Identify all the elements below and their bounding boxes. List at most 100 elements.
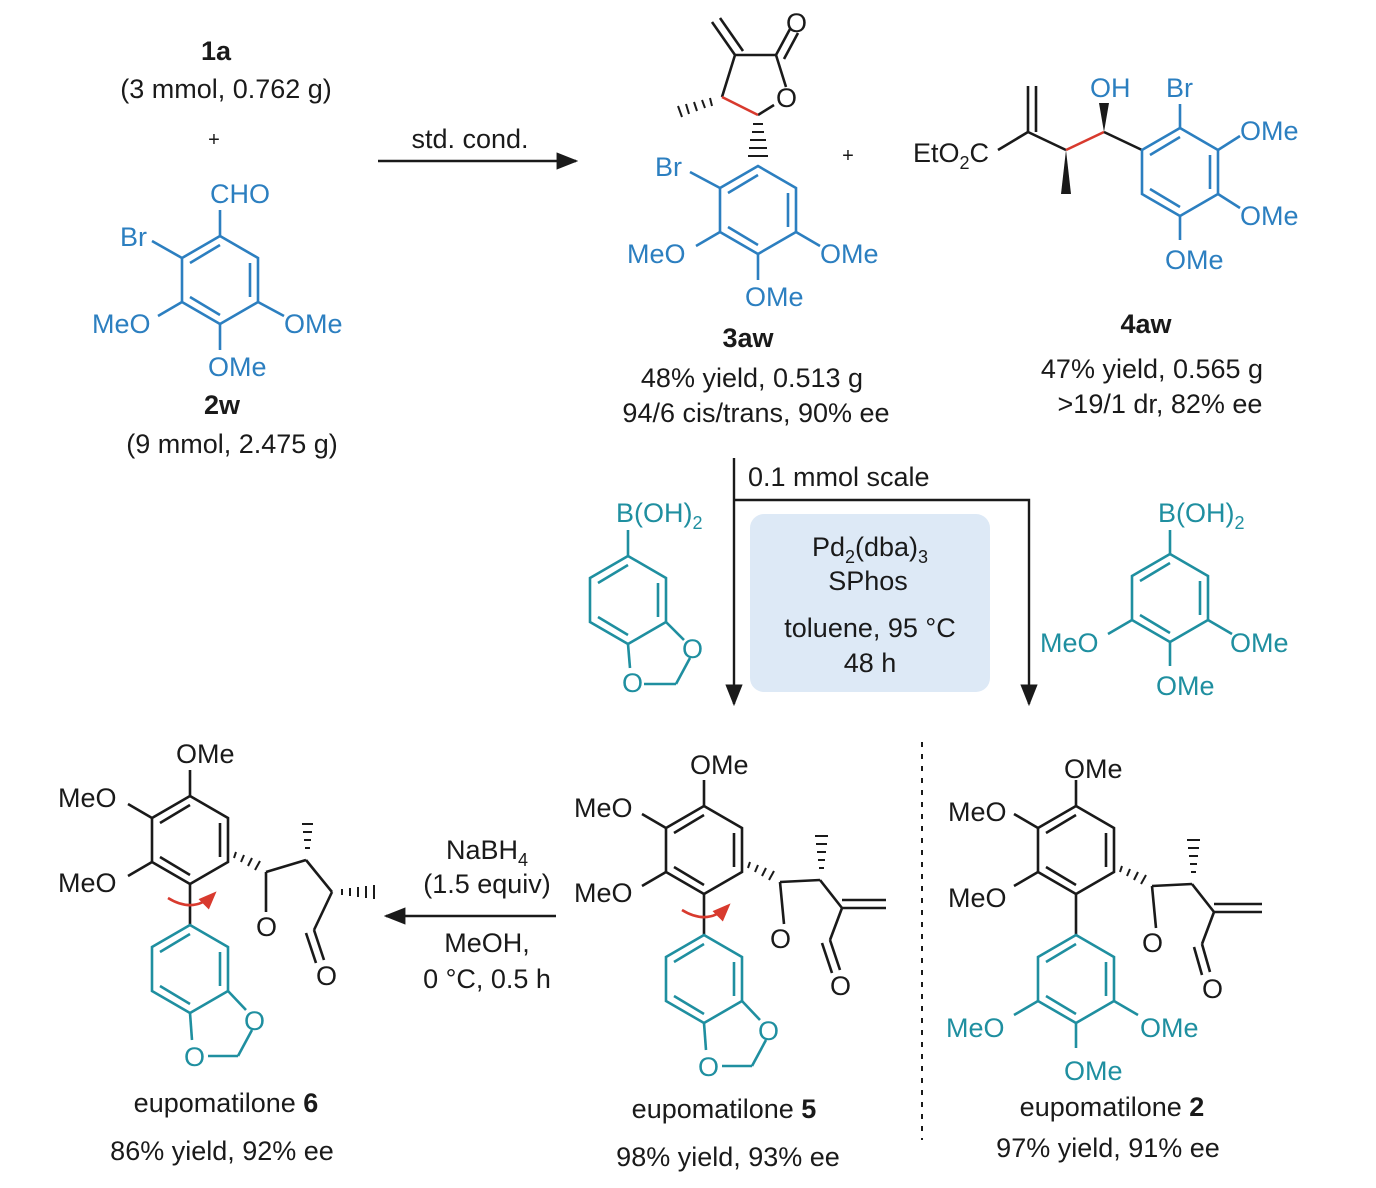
product-4aw: EtO2C OH Br OMe OMe OMe 4aw 47% yield, 0: [913, 73, 1299, 419]
dioxole-o1-5: O: [758, 1016, 779, 1046]
product-name-2: eupomatilone 2: [1020, 1092, 1205, 1122]
step1-conditions: std. cond.: [411, 124, 528, 154]
methoxy-b-6: MeO: [58, 868, 117, 898]
lower-trimethoxy-ring-2: [1013, 933, 1139, 1048]
scale-label: 0.1 mmol scale: [748, 462, 930, 492]
rotation-arrow-5: [681, 903, 731, 922]
step3-conditions: 0 °C, 0.5 h: [423, 964, 551, 994]
aryl-ring-3aw: [689, 164, 821, 280]
chain-4aw: [997, 86, 1143, 194]
methoxy-bottom-2: OMe: [1064, 1056, 1123, 1086]
ester-label-4aw: EtO2C: [913, 138, 989, 173]
lactone-ring-6: [233, 823, 375, 964]
carbonyl-o-5: O: [830, 971, 851, 1001]
benzodioxole-ring-6: [150, 923, 254, 1058]
ring-o-5: O: [770, 924, 791, 954]
product-eupomatilone-5: OMe MeO MeO O O: [574, 750, 886, 1172]
step2-coupling: 0.1 mmol scale Pd2(dba)3 SPhos toluene, …: [588, 458, 1289, 707]
product-name-6: eupomatilone 6: [134, 1088, 319, 1118]
trimethoxy-ring-5: [641, 780, 744, 935]
compound-id-2w: 2w: [204, 390, 241, 420]
methoxy-b-5: MeO: [574, 878, 633, 908]
dioxole-o1-6: O: [244, 1006, 265, 1036]
ligand-label: SPhos: [828, 566, 908, 596]
aryl-ring-4aw: [1140, 104, 1241, 240]
product-name-5: eupomatilone 5: [632, 1094, 817, 1124]
compound-id-1a: 1a: [201, 36, 232, 66]
ring-o-3aw: O: [776, 83, 797, 113]
methoxy-left-label: MeO: [92, 309, 151, 339]
ring-o-2: O: [1142, 928, 1163, 958]
methoxy-right-boronic: OMe: [1230, 628, 1289, 658]
plus-sign-products: +: [842, 145, 854, 167]
yield-4aw: 47% yield, 0.565 g: [1041, 354, 1263, 384]
trimethoxy-ring-6: [127, 770, 230, 925]
trimethoxy-ring-2: [1013, 780, 1116, 935]
product-3aw: O O Br MeO OMe OMe 3aw 48% yield, 0.513 …: [622, 8, 889, 428]
methoxy-bottom-label: OMe: [208, 352, 267, 382]
bromo-label-4aw: Br: [1166, 73, 1193, 103]
step3-reagent: NaBH4: [446, 835, 528, 870]
methoxy-right-label: OMe: [284, 309, 343, 339]
methoxy-top-5: OMe: [690, 750, 749, 780]
catalyst-label: Pd2(dba)3: [812, 532, 928, 567]
yield-5: 98% yield, 93% ee: [616, 1142, 840, 1172]
aryl-ring-2w: [151, 210, 285, 350]
dioxole-o1-left: O: [682, 634, 703, 664]
boronic-right-label: B(OH)2: [1158, 498, 1245, 533]
methoxy-a-5: MeO: [574, 793, 633, 823]
methoxy-top-4aw: OMe: [1240, 116, 1299, 146]
solvent-label: toluene, 95 °C: [784, 613, 955, 643]
lactone-ring-3aw: [677, 17, 800, 157]
boronic-left-label: B(OH)2: [616, 498, 703, 533]
methoxy-right-2: OMe: [1140, 1013, 1199, 1043]
boronic-acid-right: B(OH)2: [1107, 498, 1245, 666]
methoxy-left-3aw: MeO: [627, 239, 686, 269]
methoxy-right-3aw: OMe: [820, 239, 879, 269]
reactant-1a: 1a (3 mmol, 0.762 g): [120, 36, 332, 104]
methoxy-top-6: OMe: [176, 739, 235, 769]
methoxy-bottom-boronic: OMe: [1156, 671, 1215, 701]
plus-sign: +: [208, 129, 220, 151]
carbonyl-o-6: O: [316, 961, 337, 991]
lactone-ring-5: [747, 835, 886, 974]
amount-2w: (9 mmol, 2.475 g): [126, 429, 338, 459]
methoxy-mid-4aw: OMe: [1240, 201, 1299, 231]
yield-6: 86% yield, 92% ee: [110, 1136, 334, 1166]
amount-1a: (3 mmol, 0.762 g): [120, 74, 332, 104]
methoxy-b-2: MeO: [948, 883, 1007, 913]
step3-equiv: (1.5 equiv): [423, 869, 551, 899]
bromo-label-3aw: Br: [655, 152, 682, 182]
step3-solvent: MeOH,: [444, 928, 530, 958]
selectivity-3aw: 94/6 cis/trans, 90% ee: [622, 398, 889, 428]
dioxole-o2-6: O: [184, 1042, 205, 1072]
methoxy-a-6: MeO: [58, 783, 117, 813]
carbonyl-o-3aw: O: [786, 8, 807, 38]
selectivity-4aw: >19/1 dr, 82% ee: [1058, 389, 1263, 419]
methoxy-a-2: MeO: [948, 797, 1007, 827]
benzodioxole-ring-5: [664, 933, 768, 1068]
compound-id-4aw: 4aw: [1120, 309, 1172, 339]
dioxole-o2-5: O: [698, 1052, 719, 1082]
methoxy-top-2: OMe: [1064, 754, 1123, 784]
methoxy-bottom-4aw: OMe: [1165, 245, 1224, 275]
arrow-down-right: [734, 498, 1038, 707]
hydroxyl-label-4aw: OH: [1090, 73, 1131, 103]
time-label: 48 h: [844, 648, 897, 678]
aldehyde-label: CHO: [210, 179, 270, 209]
reactant-2w: CHO Br MeO OMe OMe 2w (9 mmol, 2.475 g): [92, 179, 343, 459]
dioxole-o2-left: O: [622, 668, 643, 698]
product-eupomatilone-2: OMe MeO MeO MeO OMe OMe: [946, 754, 1262, 1163]
lactone-ring-2: [1119, 839, 1262, 976]
yield-3aw: 48% yield, 0.513 g: [641, 363, 863, 393]
bromo-label: Br: [120, 222, 147, 252]
methoxy-bottom-3aw: OMe: [745, 282, 804, 312]
methoxy-left-boronic: MeO: [1040, 628, 1099, 658]
product-eupomatilone-6: OMe MeO MeO O O: [58, 739, 375, 1166]
ring-o-6: O: [256, 912, 277, 942]
compound-id-3aw: 3aw: [722, 323, 774, 353]
conditions-box: [750, 514, 990, 692]
rotation-arrow-6: [167, 891, 217, 910]
